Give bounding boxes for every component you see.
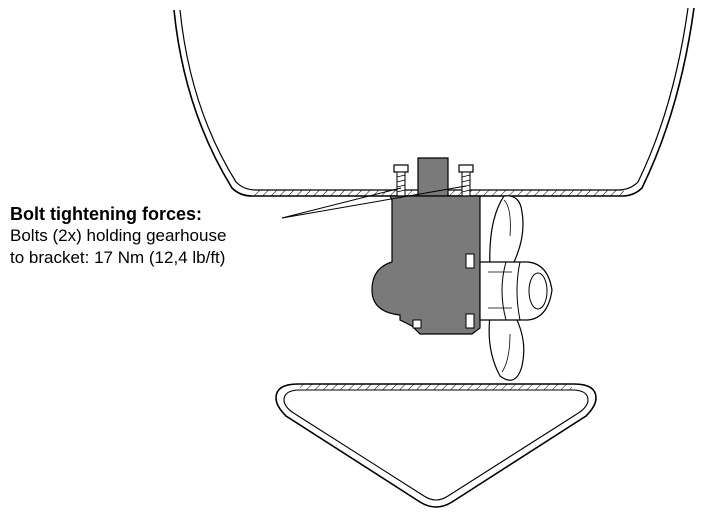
propeller-nut [528, 272, 548, 310]
gearhouse-body [371, 195, 481, 335]
gearhouse-lug-lower [465, 313, 475, 329]
bolt-torque-callout: Bolt tightening forces: Bolts (2x) holdi… [10, 203, 340, 269]
propeller-blade-lower [488, 313, 525, 381]
propeller-blade-upper [489, 195, 524, 269]
hull-lower-section [275, 383, 597, 508]
gearhouse-lug-upper [465, 253, 475, 269]
callout-line-2: to bracket: 17 Nm (12,4 lb/ft) [10, 248, 226, 267]
callout-leader-lines [281, 185, 467, 219]
callout-line-1: Bolts (2x) holding gearhouse [10, 226, 227, 245]
gearhouse [371, 157, 481, 335]
callout-title: Bolt tightening forces: [10, 204, 202, 224]
propeller [479, 195, 553, 381]
lower-hull-hatching [300, 384, 572, 390]
